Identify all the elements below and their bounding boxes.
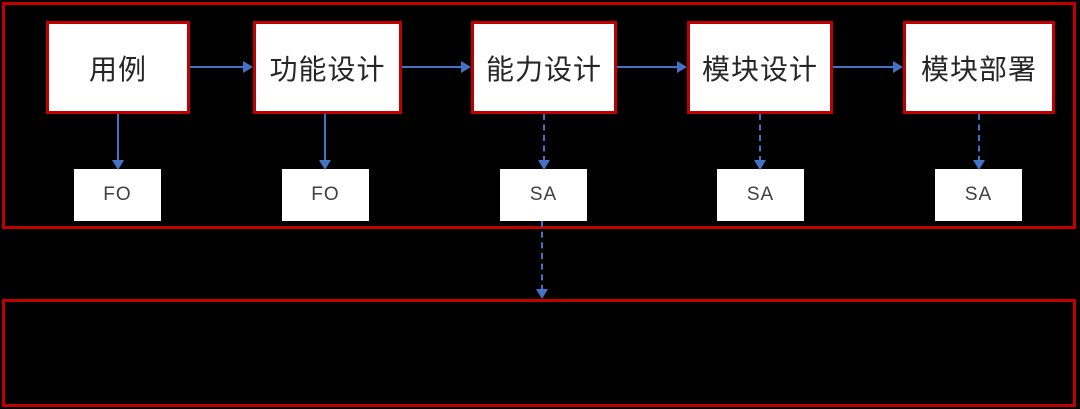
tag-label-sa-1: SA (529, 184, 558, 205)
step-label-use-case: 用例 (88, 53, 147, 85)
arrow-flow-section-to-bottom-section (535, 221, 549, 299)
step-box-capability-design: 能力设计 (471, 21, 617, 114)
step-box-functional-design: 功能设计 (253, 21, 402, 114)
tag-label-sa-2: SA (746, 184, 775, 205)
arrow-line (190, 66, 246, 68)
arrow-right-head-icon (677, 61, 687, 73)
arrow-line (543, 114, 545, 162)
arrow-capability-design-to-module-design (617, 60, 687, 74)
arrow-line (117, 114, 119, 162)
arrow-down-head-icon (319, 160, 331, 170)
arrow-use-case-to-functional-design (190, 60, 253, 74)
tag-box-sa-2: SA (717, 169, 804, 221)
arrow-capability-design-to-sa (537, 114, 551, 170)
arrow-line (402, 66, 464, 68)
tag-box-fo-2: FO (282, 169, 369, 221)
arrow-down-head-icon (973, 160, 985, 170)
step-label-module-deployment: 模块部署 (920, 53, 1037, 85)
arrow-module-design-to-sa (753, 114, 767, 170)
arrow-line (833, 66, 896, 68)
arrow-line (978, 114, 980, 162)
step-label-module-design: 模块设计 (701, 53, 818, 85)
arrow-module-design-to-module-deployment (833, 60, 903, 74)
arrow-module-deployment-to-sa (972, 114, 986, 170)
step-label-capability-design: 能力设计 (485, 53, 602, 85)
arrow-right-head-icon (893, 61, 903, 73)
arrow-use-case-to-fo (111, 114, 125, 170)
arrow-down-head-icon (536, 289, 548, 299)
design-flow-section (2, 2, 1076, 229)
tag-box-fo-1: FO (74, 169, 161, 221)
arrow-right-head-icon (243, 61, 253, 73)
tag-label-fo-1: FO (103, 184, 132, 205)
bottom-section (2, 299, 1076, 407)
tag-label-fo-2: FO (311, 184, 340, 205)
arrow-down-head-icon (538, 160, 550, 170)
arrow-line (759, 114, 761, 162)
step-box-module-deployment: 模块部署 (903, 21, 1055, 114)
tag-box-sa-1: SA (500, 169, 587, 221)
arrow-line (541, 221, 543, 291)
arrow-down-head-icon (112, 160, 124, 170)
arrow-functional-design-to-capability-design (402, 60, 471, 74)
arrow-right-head-icon (461, 61, 471, 73)
arrow-down-head-icon (754, 160, 766, 170)
tag-box-sa-3: SA (935, 169, 1022, 221)
step-label-functional-design: 功能设计 (269, 53, 386, 85)
tag-label-sa-3: SA (964, 184, 993, 205)
step-box-use-case: 用例 (46, 21, 190, 114)
arrow-functional-design-to-fo (318, 114, 332, 170)
step-box-module-design: 模块设计 (687, 21, 833, 114)
arrow-line (324, 114, 326, 162)
arrow-line (617, 66, 680, 68)
